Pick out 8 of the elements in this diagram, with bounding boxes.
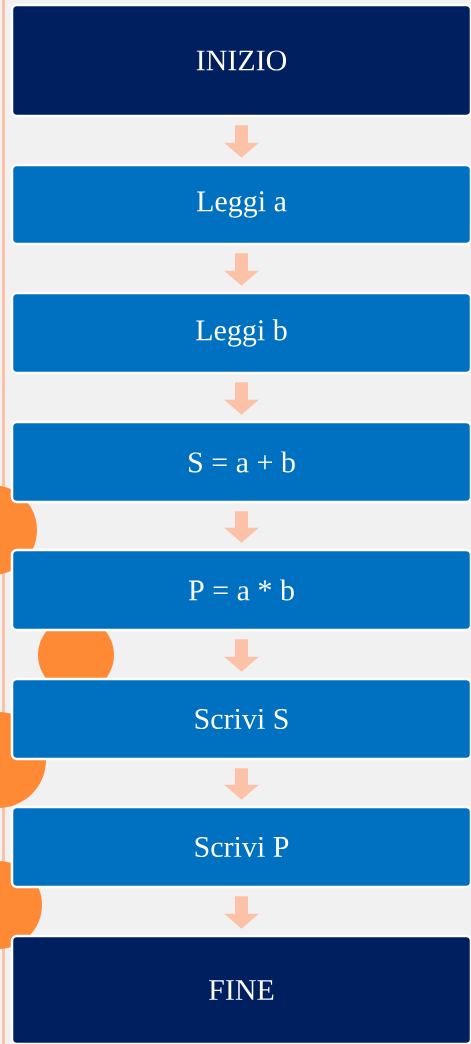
- process-box: S = a + b: [10, 420, 471, 504]
- process-box: Scrivi P: [10, 805, 471, 889]
- process-box: Leggi b: [10, 291, 471, 375]
- process-box: INIZIO: [10, 3, 471, 118]
- process-box: Leggi a: [10, 163, 471, 246]
- process-box: FINE: [10, 934, 471, 1044]
- process-box: P = a * b: [10, 548, 471, 632]
- process-box: Scrivi S: [10, 677, 471, 761]
